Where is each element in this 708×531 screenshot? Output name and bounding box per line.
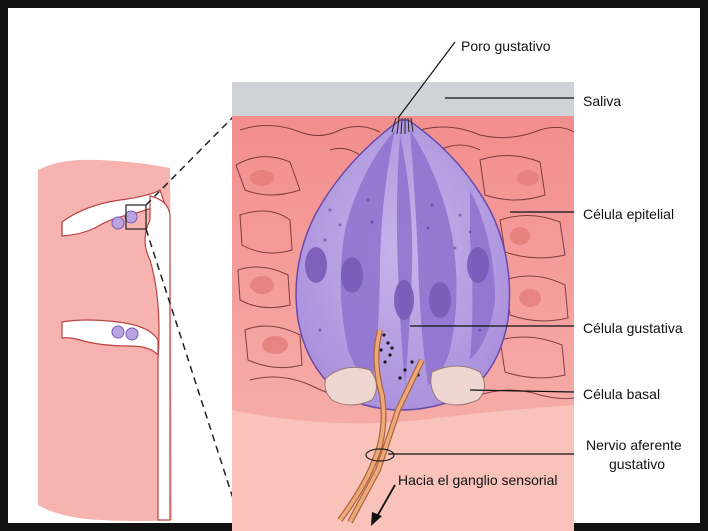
- label-poro-gustativo: Poro gustativo: [461, 38, 551, 54]
- basal-cell-right: [431, 366, 485, 405]
- mini-bud: [125, 211, 137, 223]
- label-celula-epitelial: Célula epitelial: [583, 206, 674, 222]
- tissue-block: [232, 82, 574, 531]
- label-ganglio-sensorial: Hacia el ganglio sensorial: [398, 472, 558, 488]
- mini-bud: [126, 328, 138, 340]
- tongue-section-small: [38, 160, 172, 521]
- label-celula-basal: Célula basal: [583, 386, 660, 402]
- mini-bud: [112, 326, 124, 338]
- label-nervio-gustativo: gustativo: [609, 456, 665, 472]
- label-nervio-aferente: Nervio aferente: [586, 437, 682, 453]
- label-celula-gustativa: Célula gustativa: [583, 320, 683, 336]
- label-saliva: Saliva: [583, 93, 621, 109]
- basal-cell-left: [325, 367, 377, 405]
- mini-bud: [112, 217, 124, 229]
